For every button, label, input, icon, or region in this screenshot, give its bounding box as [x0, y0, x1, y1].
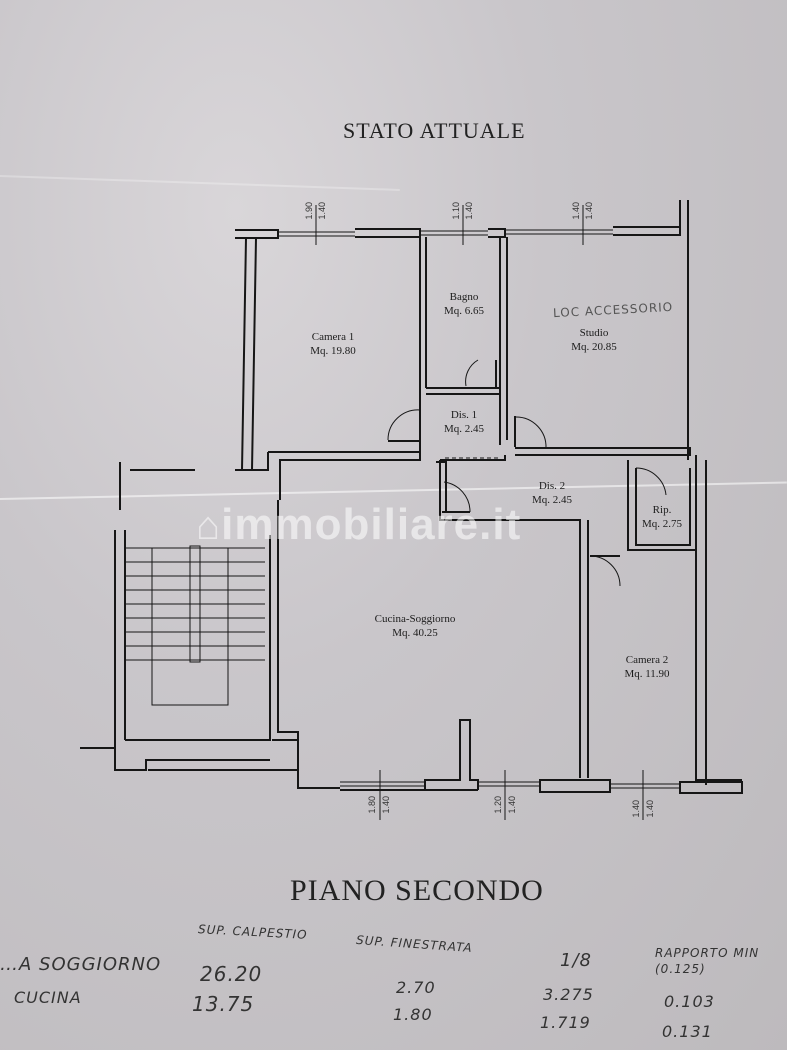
plan-title: STATO ATTUALE [343, 118, 526, 143]
room-area: Mq. 2.45 [443, 423, 485, 435]
cucina-calpestio: 13.75 [192, 992, 255, 1016]
room-dis-2: Dis. 2 Mq. 2.45 [532, 479, 572, 507]
window-dim-bottom-2a: 1.20 [493, 796, 503, 814]
room-area: Mq. 11.90 [624, 668, 670, 680]
floor-title: PIANO SECONDO [290, 874, 544, 907]
room-name: Dis. 2 [538, 480, 566, 492]
row-label-cucina: CUCINA [14, 988, 82, 1007]
window-dim-bottom-1b: 1.40 [381, 796, 391, 814]
room-area: Mq. 2.45 [531, 494, 573, 506]
room-area: Mq. 40.25 [392, 627, 438, 639]
room-name: Rip. [652, 504, 672, 516]
room-name: Cucina-Soggiorno [374, 613, 456, 625]
soggiorno-calpestio: 26.20 [200, 962, 263, 986]
window-dim-top-1b: 1.40 [317, 202, 327, 220]
window-dim-bottom-1a: 1.80 [367, 796, 377, 814]
room-camera-1: Camera 1 Mq. 19.80 [310, 330, 356, 358]
window-dim-top-3b: 1.40 [584, 202, 594, 220]
room-camera-2: Camera 2 Mq. 11.90 [624, 653, 669, 681]
col-header-rapporto: RAPPORTO MIN (0.125) [655, 946, 760, 976]
row-label-soggiorno: …A SOGGIORNO [0, 954, 162, 975]
watermark: ⌂immobiliare.it [196, 500, 521, 550]
room-name: Dis. 1 [450, 409, 478, 421]
window-dim-bottom-3b: 1.40 [645, 800, 655, 818]
soggiorno-one-eighth: 3.275 [543, 985, 594, 1004]
room-name: Camera 2 [625, 654, 669, 666]
house-icon: ⌂ [196, 504, 222, 548]
cucina-rapporto: 0.131 [662, 1022, 713, 1041]
cucina-one-eighth: 1.719 [540, 1013, 591, 1032]
soggiorno-rapporto: 0.103 [664, 992, 715, 1011]
room-name: Studio [579, 327, 609, 339]
cucina-finestrata: 1.80 [393, 1005, 433, 1024]
window-dim-top-1a: 1.90 [304, 202, 314, 220]
room-area: Mq. 19.80 [310, 345, 356, 357]
window-dim-top-3a: 1.40 [571, 202, 581, 220]
window-dim-top-2a: 1.10 [451, 202, 461, 220]
window-dim-bottom-2b: 1.40 [507, 796, 517, 814]
room-area: Mq. 2.75 [641, 518, 683, 530]
room-area: Mq. 20.85 [571, 341, 617, 353]
watermark-text: immobiliare.it [221, 500, 522, 549]
room-name: Camera 1 [311, 331, 355, 343]
room-dis-1: Dis. 1 Mq. 2.45 [444, 408, 484, 436]
col-header-one-eighth: 1/8 [560, 950, 592, 971]
window-dim-bottom-3a: 1.40 [631, 800, 641, 818]
room-area: Mq. 6.65 [443, 305, 485, 317]
soggiorno-finestrata: 2.70 [396, 978, 436, 997]
window-dim-top-2b: 1.40 [464, 202, 474, 220]
room-rip: Rip. Mq. 2.75 [642, 503, 682, 531]
room-name: Bagno [449, 291, 479, 303]
